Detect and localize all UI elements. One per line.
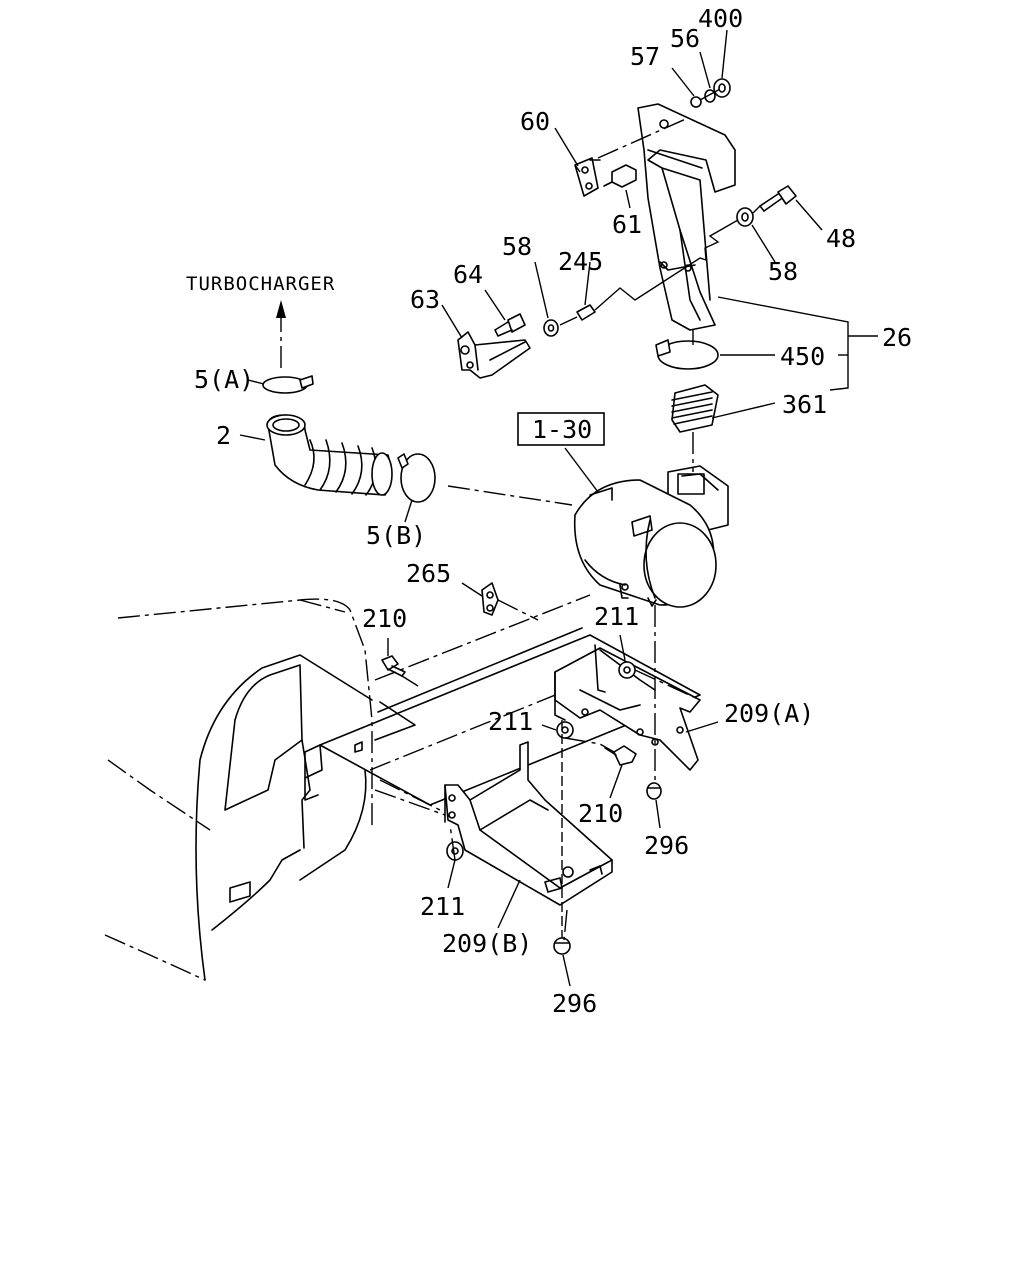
callout-245: 245 xyxy=(558,247,603,276)
spacer-245 xyxy=(576,304,596,321)
callout-209b: 209(B) xyxy=(442,929,532,958)
callout-57: 57 xyxy=(630,42,660,71)
callout-450: 450 xyxy=(780,342,825,371)
callout-209a: 209(A) xyxy=(724,699,814,728)
callout-labels: 400 56 57 60 61 48 58 245 58 64 63 26 45… xyxy=(186,4,912,1018)
callout-63: 63 xyxy=(410,285,440,314)
callout-210-mid: 210 xyxy=(578,799,623,828)
callout-56: 56 xyxy=(670,24,700,53)
nut-296-mid xyxy=(646,782,662,800)
hose-clamp-450 xyxy=(655,339,719,370)
callout-400: 400 xyxy=(698,4,743,33)
nut-211-mid xyxy=(556,721,574,739)
callout-58-left: 58 xyxy=(502,232,532,261)
bracket-209b xyxy=(444,741,613,906)
clamp-265 xyxy=(481,582,499,616)
callout-211-top: 211 xyxy=(594,602,639,631)
assembly-lines xyxy=(374,87,761,941)
intake-duct xyxy=(637,103,736,331)
turbocharger-arrow xyxy=(276,300,286,368)
callout-5b: 5(B) xyxy=(366,521,426,550)
hose-clamp-5b xyxy=(397,453,436,503)
rubber-boot-361 xyxy=(671,384,719,433)
callout-265: 265 xyxy=(406,559,451,588)
grommet-58-right xyxy=(736,207,754,227)
nut-296-bottom xyxy=(553,937,571,955)
bolt-48 xyxy=(759,185,797,212)
grommet-58-left xyxy=(543,319,559,337)
bolt-210-top xyxy=(381,655,406,677)
stay-60 xyxy=(574,157,601,197)
callout-210-top: 210 xyxy=(362,604,407,633)
callout-211-bottom: 211 xyxy=(420,892,465,921)
frame-rail xyxy=(304,594,701,811)
leader-lines xyxy=(239,29,878,987)
bolt-64 xyxy=(494,313,526,337)
nut-211-top xyxy=(618,661,636,679)
callout-26: 26 xyxy=(882,323,912,352)
callout-1-30: 1-30 xyxy=(532,415,592,444)
hose-clamp-5a xyxy=(262,375,314,394)
stay-63 xyxy=(457,331,531,379)
intake-pipe-2 xyxy=(266,414,393,496)
washer-57 xyxy=(690,96,702,108)
callout-1-30-box xyxy=(517,412,605,446)
callout-64: 64 xyxy=(453,260,483,289)
turbocharger-note: TURBOCHARGER xyxy=(186,273,335,295)
callout-58-right: 58 xyxy=(768,257,798,286)
truck-cab xyxy=(104,598,373,981)
callout-61: 61 xyxy=(612,210,642,239)
bolt-210-mid xyxy=(604,745,637,766)
bracket-209a xyxy=(554,644,701,771)
callout-296-mid: 296 xyxy=(644,831,689,860)
callout-211-mid: 211 xyxy=(488,707,533,736)
callout-60: 60 xyxy=(520,107,550,136)
callout-48: 48 xyxy=(826,224,856,253)
callout-361: 361 xyxy=(782,390,827,419)
callout-5a: 5(A) xyxy=(194,365,254,394)
callout-296-bottom: 296 xyxy=(552,989,597,1018)
callout-2: 2 xyxy=(216,421,231,450)
air-cleaner xyxy=(573,465,729,608)
nut-400 xyxy=(713,78,731,98)
